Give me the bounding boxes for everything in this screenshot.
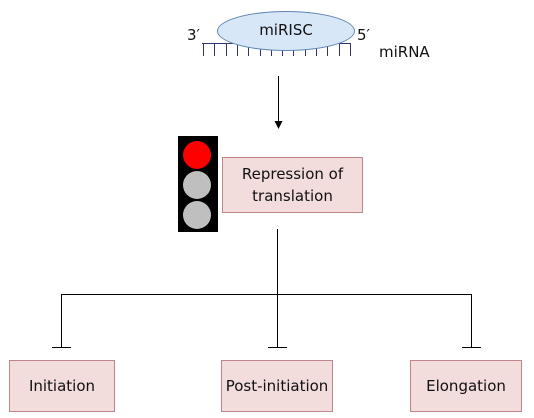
repression-of-translation-box: Repression of translation <box>222 157 363 213</box>
mirisc-complex: miRISC <box>217 11 355 51</box>
traffic-light-icon <box>178 136 218 232</box>
initiation-box: Initiation <box>9 360 115 412</box>
mirisc-label: miRISC <box>259 20 313 39</box>
down-arrow <box>274 76 283 129</box>
five-prime-label: 5′ <box>357 26 370 44</box>
green-light-off <box>183 201 211 229</box>
elongation-box: Elongation <box>410 360 522 412</box>
three-prime-label: 3′ <box>187 26 200 44</box>
mirna-label: miRNA <box>379 43 430 61</box>
amber-light-off <box>183 171 211 199</box>
branch-connectors <box>52 229 481 348</box>
post-initiation-box: Post-initiation <box>221 360 333 412</box>
red-light <box>183 141 211 169</box>
